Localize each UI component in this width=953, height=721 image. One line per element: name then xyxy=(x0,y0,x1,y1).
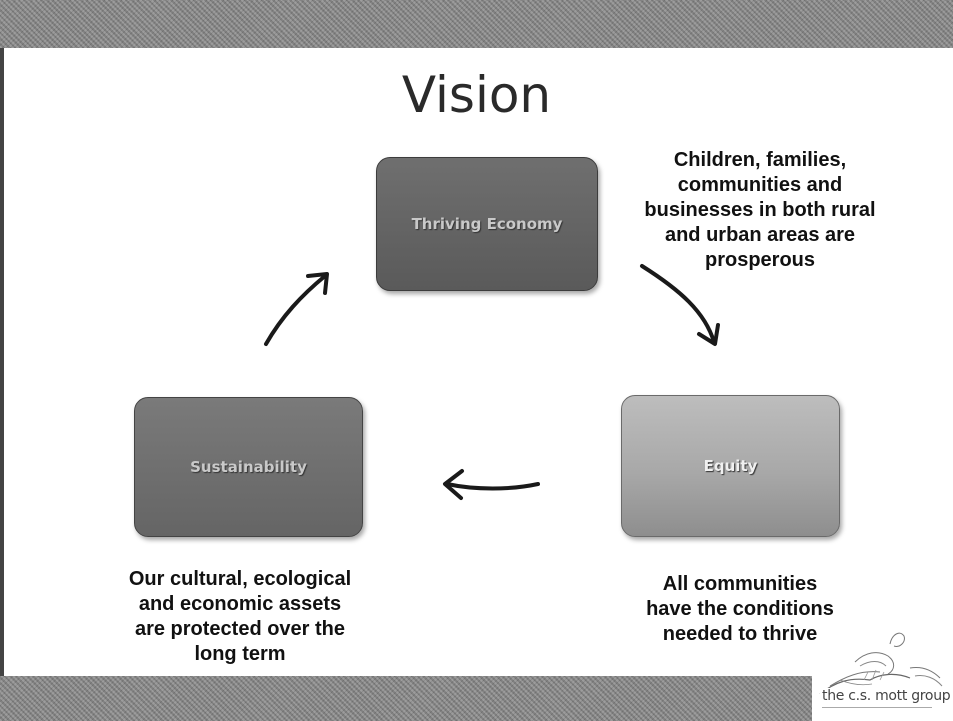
economy-description: Children, families, communities and busi… xyxy=(644,149,876,271)
arrow-sustainability-to-economy-head xyxy=(306,272,329,295)
arrow-economy-to-equity xyxy=(640,264,716,344)
node-thriving-economy: Thriving Economy xyxy=(376,157,598,291)
top-banner xyxy=(0,0,953,48)
logo-tagline-mark xyxy=(822,707,932,708)
node-equity: Equity xyxy=(621,395,840,537)
company-logo-icon xyxy=(819,632,943,695)
arrow-equity-to-sustainability-head xyxy=(443,469,464,500)
equity-description: All communities have the conditions need… xyxy=(646,573,834,645)
arrow-economy-to-equity-head xyxy=(697,323,720,346)
arrow-sustainability-to-economy xyxy=(264,274,327,346)
left-border xyxy=(0,48,4,676)
bottom-banner xyxy=(0,676,953,721)
arrow-equity-to-sustainability xyxy=(445,482,540,491)
slide-title: Vision xyxy=(401,66,552,124)
logo-wordmark: the c.s. mott group xyxy=(820,688,953,704)
node-sustainability: Sustainability xyxy=(134,397,363,537)
sustainability-description: Our cultural, ecological and economic as… xyxy=(128,568,352,665)
